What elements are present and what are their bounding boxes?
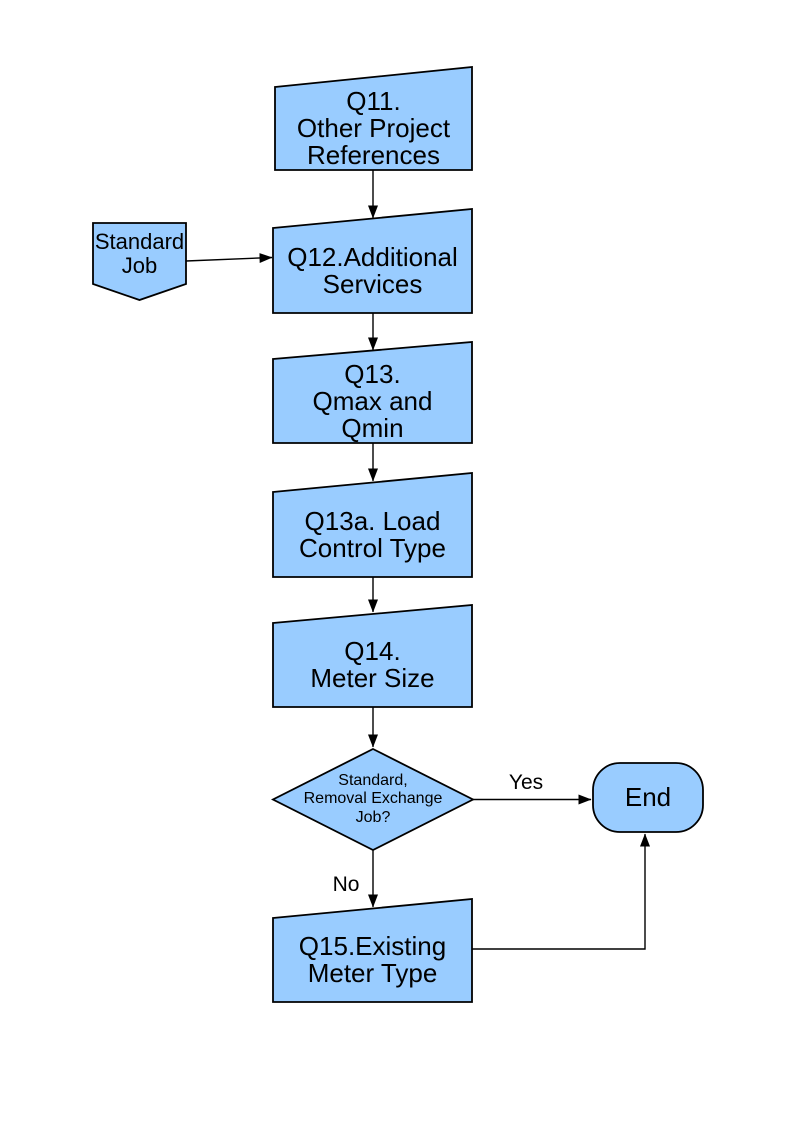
q11-node-shape xyxy=(274,66,473,171)
arrow-standardjob-to-q12 xyxy=(185,253,273,264)
decision-diamond-shape xyxy=(271,747,475,852)
q12-node-shape xyxy=(272,208,473,314)
q13a-node-shape xyxy=(272,472,473,578)
q14-node-shape xyxy=(272,604,473,708)
q15-node-shape xyxy=(272,898,473,1003)
end-terminator-shape xyxy=(592,762,704,833)
arrow-q15-to-end xyxy=(472,833,650,950)
standard-job-node-shape xyxy=(92,222,187,301)
q13-node-shape xyxy=(272,341,473,444)
